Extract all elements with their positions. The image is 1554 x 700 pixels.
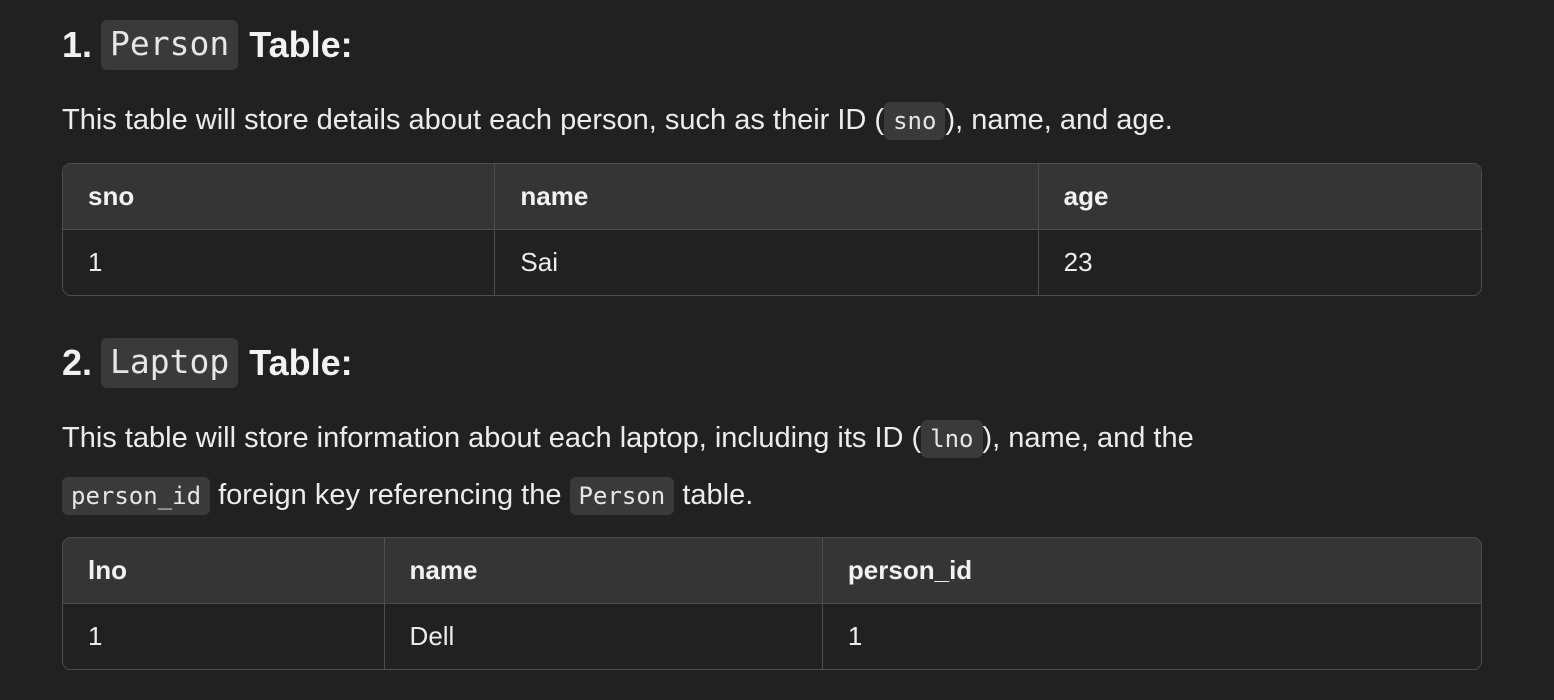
- laptop-table-description: This table will store information about …: [62, 410, 1484, 524]
- column-header: name: [495, 164, 1039, 230]
- desc-text: This table will store information about …: [62, 422, 922, 454]
- heading-title: Table:: [249, 24, 353, 65]
- heading-title: Table:: [249, 342, 353, 383]
- table-cell: Dell: [384, 604, 823, 669]
- desc-text: foreign key referencing the: [218, 479, 562, 511]
- desc-text: table.: [682, 479, 754, 511]
- heading-number: 1.: [62, 24, 93, 65]
- table-header-row: sno name age: [63, 164, 1481, 230]
- desc-text: ), name, and the: [982, 422, 1194, 454]
- inline-code: lno: [921, 420, 983, 458]
- person-table-heading: 1. Person Table:: [62, 20, 353, 70]
- person-table-description: This table will store details about each…: [62, 92, 1484, 149]
- desc-text: ), name, and age.: [945, 104, 1173, 136]
- table-cell: 1: [63, 230, 496, 295]
- column-header: sno: [63, 164, 496, 230]
- heading-number: 2.: [62, 342, 93, 383]
- inline-code: sno: [884, 102, 946, 140]
- inline-code: person_id: [62, 477, 211, 515]
- column-header: age: [1038, 164, 1481, 230]
- column-header: lno: [63, 538, 385, 604]
- column-header: person_id: [822, 538, 1481, 604]
- table-cell: 23: [1038, 230, 1481, 295]
- table-cell: Sai: [495, 230, 1039, 295]
- laptop-table: lno name person_id 1 Dell 1: [62, 537, 1482, 670]
- laptop-table-heading: 2. Laptop Table:: [62, 338, 353, 388]
- table-row: 1 Sai 23: [63, 230, 1481, 295]
- column-header: name: [384, 538, 823, 604]
- heading-code: Person: [101, 20, 239, 70]
- person-table: sno name age 1 Sai 23: [62, 163, 1482, 296]
- desc-text: This table will store details about each…: [62, 104, 885, 136]
- table-cell: 1: [822, 604, 1481, 669]
- inline-code: Person: [569, 477, 675, 515]
- table-header-row: lno name person_id: [63, 538, 1481, 604]
- table-cell: 1: [63, 604, 385, 669]
- heading-code: Laptop: [101, 338, 239, 388]
- table-row: 1 Dell 1: [63, 604, 1481, 669]
